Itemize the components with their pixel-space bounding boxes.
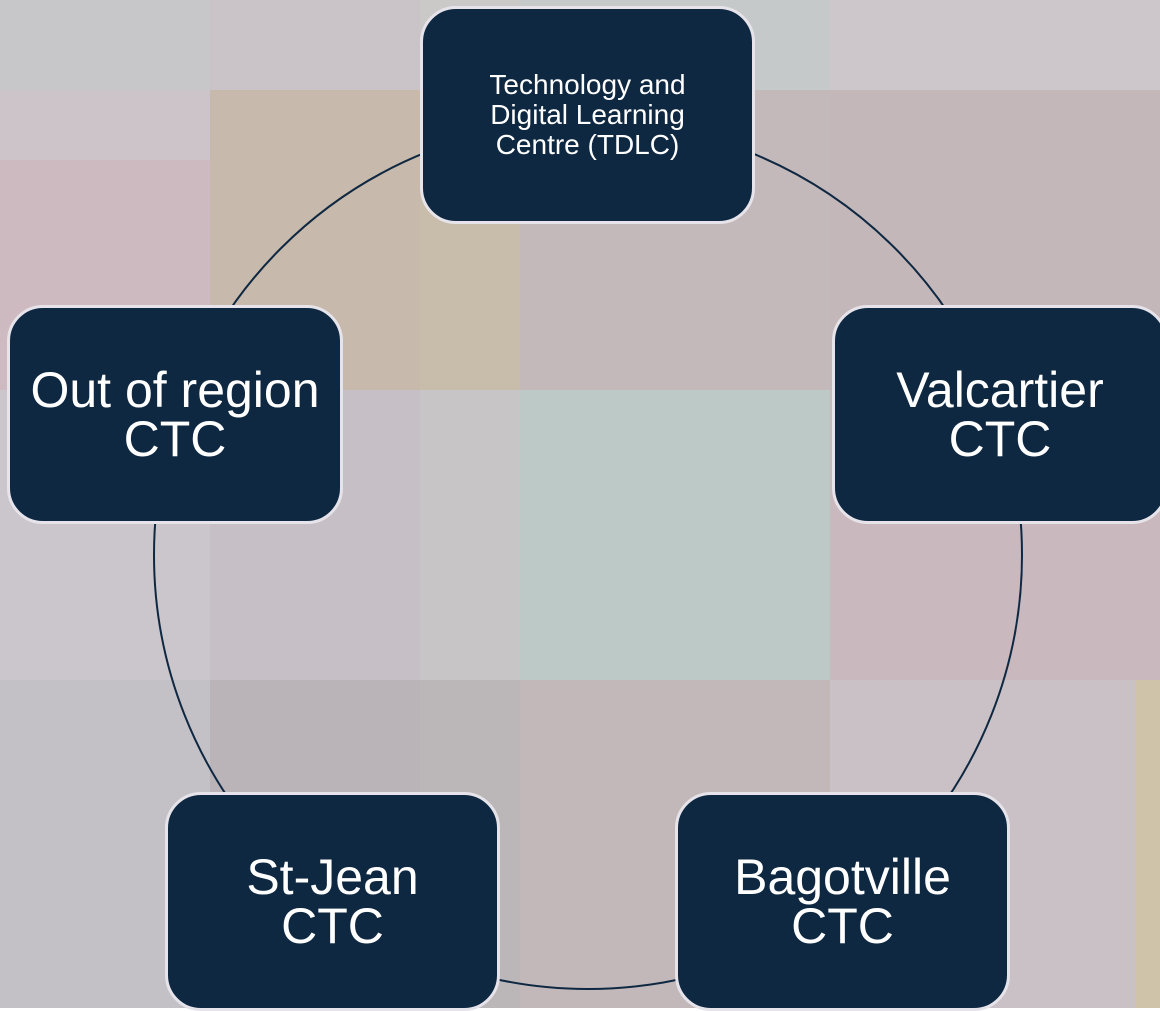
node-stjean-label: St-Jean CTC <box>246 848 419 954</box>
node-bagotville-label: Bagotville CTC <box>734 848 951 954</box>
node-tdlc: Technology and Digital Learning Centre (… <box>420 6 755 224</box>
node-valcartier: Valcartier CTC <box>832 305 1160 524</box>
background-tile <box>1135 680 1160 1008</box>
node-out-of-region: Out of region CTC <box>7 305 343 524</box>
node-valcartier-label: Valcartier CTC <box>896 361 1104 467</box>
node-tdlc-label: Technology and Digital Learning Centre (… <box>489 68 686 161</box>
node-stjean: St-Jean CTC <box>165 792 500 1011</box>
background-tile <box>0 0 210 90</box>
background-tile <box>520 390 830 680</box>
node-bagotville: Bagotville CTC <box>675 792 1010 1011</box>
node-out-of-region-label: Out of region CTC <box>30 361 320 467</box>
